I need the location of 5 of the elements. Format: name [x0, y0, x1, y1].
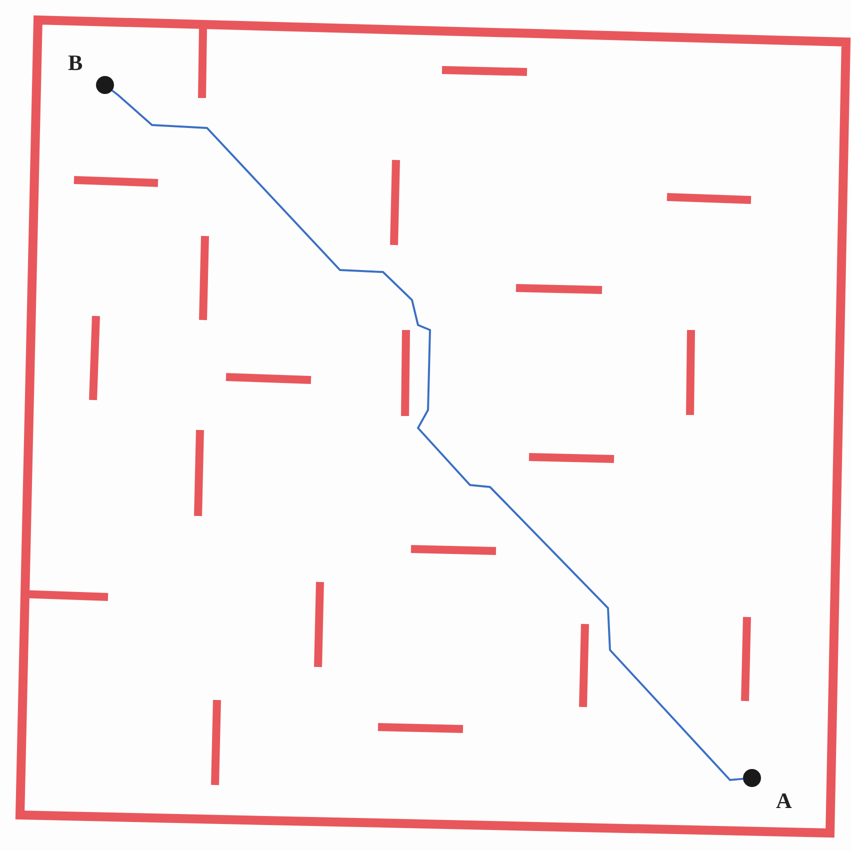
path-line	[112, 90, 744, 782]
point-dot	[96, 76, 114, 94]
point-label: A	[776, 788, 792, 814]
point-dot	[743, 769, 761, 787]
point-label: B	[68, 50, 83, 76]
